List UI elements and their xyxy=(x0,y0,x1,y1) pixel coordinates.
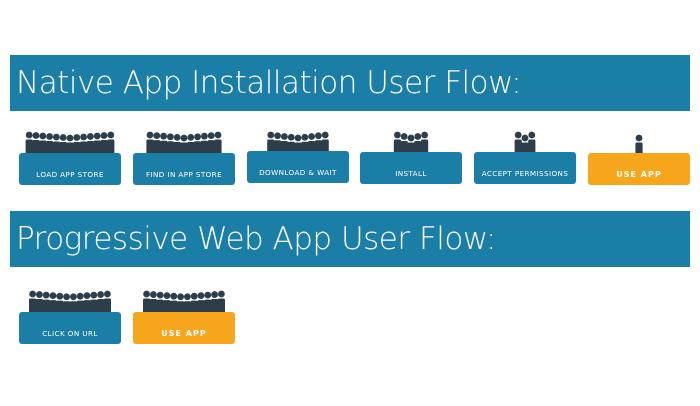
step-label-box: CLICK ON URL xyxy=(19,312,121,344)
person-icon xyxy=(107,131,115,157)
person-icon xyxy=(143,290,151,316)
person-icon xyxy=(25,131,33,157)
step-label-box: ACCEPT PERMISSIONS xyxy=(474,152,576,184)
step-label-box: USE APP xyxy=(133,312,235,344)
native-flow-title: Native App Installation User Flow: xyxy=(10,55,690,111)
step-label-box: INSTALL xyxy=(360,152,462,184)
pwa-flow-title: Progressive Web App User Flow: xyxy=(10,211,690,267)
step-label-box: USE APP xyxy=(588,153,690,185)
step-label-box: DOWNLOAD & WAIT xyxy=(247,151,349,183)
step-label-box: LOAD APP STORE xyxy=(19,153,121,185)
step-label-box: FIND IN APP STORE xyxy=(133,153,235,185)
person-icon xyxy=(214,131,222,157)
person-icon xyxy=(29,290,37,316)
person-icon xyxy=(103,290,111,316)
person-icon xyxy=(146,131,154,157)
person-icon xyxy=(217,290,225,316)
